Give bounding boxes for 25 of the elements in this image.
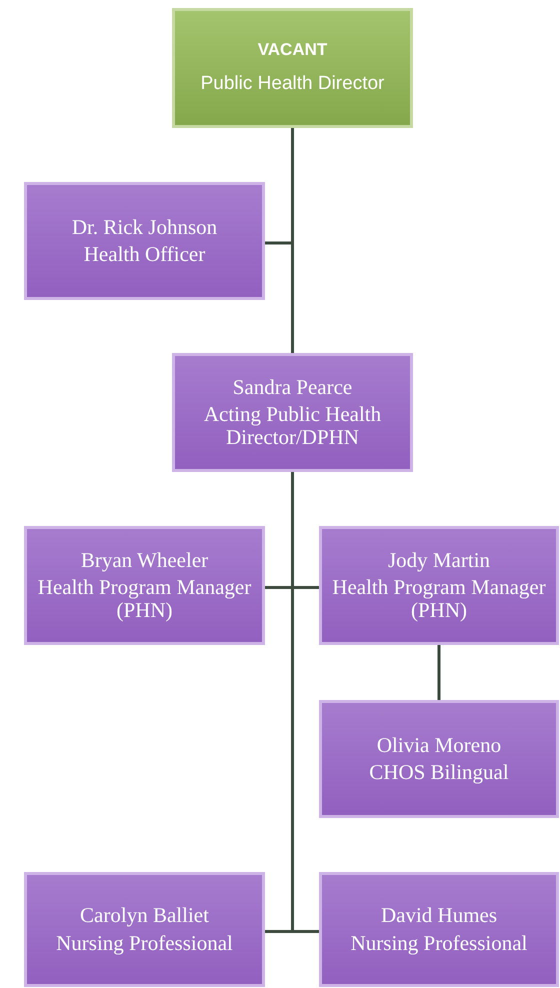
job-title: CHOS Bilingual bbox=[369, 761, 509, 784]
job-title: Health Program Manager (PHN) bbox=[331, 576, 547, 622]
person-name: Bryan Wheeler bbox=[80, 548, 208, 572]
job-title: Acting Public Health Director/DPHN bbox=[202, 402, 382, 450]
job-title: Nursing Professional bbox=[350, 932, 528, 955]
position-status: VACANT bbox=[258, 40, 328, 61]
position-box bbox=[172, 353, 413, 472]
position-box bbox=[319, 872, 559, 987]
position-box bbox=[24, 182, 265, 300]
position-box bbox=[319, 526, 559, 645]
position-box bbox=[319, 700, 559, 818]
connector-line bbox=[438, 645, 440, 700]
person-name: Olivia Moreno bbox=[376, 734, 502, 757]
person-name: Sandra Pearce bbox=[232, 376, 352, 399]
job-title: Health Program Manager (PHN) bbox=[36, 576, 252, 622]
person-name: Dr. Rick Johnson bbox=[72, 216, 218, 239]
director-box bbox=[172, 8, 413, 128]
job-title: Public Health Director bbox=[200, 72, 384, 96]
person-name: Jody Martin bbox=[388, 548, 490, 572]
person-name: David Humes bbox=[380, 904, 498, 928]
person-name: Carolyn Balliet bbox=[80, 904, 209, 928]
job-title: Nursing Professional bbox=[56, 932, 233, 955]
position-box bbox=[24, 526, 265, 645]
job-title: Health Officer bbox=[84, 243, 206, 266]
position-box bbox=[24, 872, 265, 987]
